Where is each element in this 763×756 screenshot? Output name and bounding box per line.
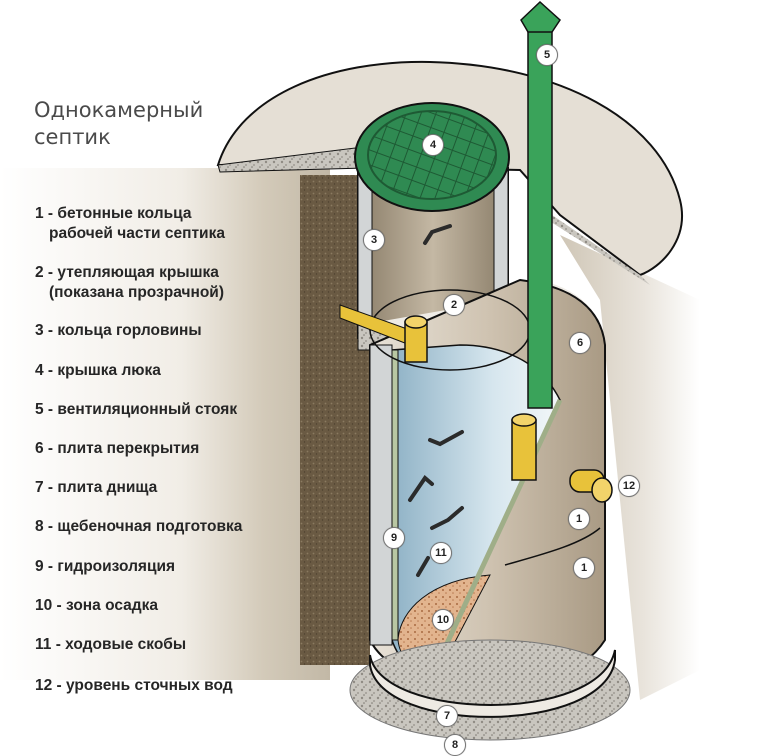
soil-background bbox=[0, 168, 330, 680]
wastewater-level-pipe bbox=[569, 469, 613, 503]
legend-item-2: 2 - утепляющая крышка (показана прозрачн… bbox=[35, 263, 224, 303]
ring-joint-upper bbox=[504, 527, 601, 566]
legend-item-7: 7 - плита днища bbox=[35, 479, 158, 496]
legend-item-10: 10 - зона осадка bbox=[35, 597, 159, 614]
legend-item-5: 5 - вентиляционный стояк bbox=[35, 401, 238, 418]
waterproofing-strip bbox=[391, 349, 399, 641]
legend-text: 1 - бетонные кольца bbox=[35, 205, 192, 222]
vent-pipe bbox=[520, 0, 561, 409]
title-line-2: септик bbox=[34, 125, 111, 149]
ground-edge-gravel-right bbox=[530, 200, 650, 285]
marker-cover-slab: 6 bbox=[569, 332, 591, 354]
internal-pipe bbox=[511, 413, 537, 481]
legend-item-3: 3 - кольца горловины bbox=[35, 322, 202, 339]
marker-vent-pipe: 5 bbox=[536, 44, 558, 66]
marker-waterproofing: 9 bbox=[383, 527, 405, 549]
legend-text: 2 - утепляющая крышка bbox=[35, 264, 219, 281]
marker-hatch-cover: 4 bbox=[422, 134, 444, 156]
cut-edge bbox=[427, 398, 563, 682]
soil-right bbox=[560, 235, 700, 700]
legend-continuation: (показана прозрачной) bbox=[49, 284, 224, 301]
marker-gravel-base: 8 bbox=[444, 734, 466, 756]
legend-continuation: рабочей части септика bbox=[49, 225, 225, 242]
marker-step-irons: 11 bbox=[430, 542, 452, 564]
bottom-slab bbox=[369, 649, 616, 718]
marker-wastewater-level: 12 bbox=[618, 475, 640, 497]
outer-wall-strip bbox=[369, 344, 393, 646]
step-irons bbox=[408, 224, 464, 577]
marker-sediment-zone: 10 bbox=[432, 609, 454, 631]
title-line-1: Однокамерный bbox=[34, 98, 204, 122]
legend-item-12: 12 - уровень сточных вод bbox=[35, 677, 233, 694]
legend-item-4: 4 - крышка люка bbox=[35, 362, 161, 379]
diagram-title: Однокамерный септик bbox=[34, 97, 203, 151]
marker-ring-lower: 1 bbox=[573, 557, 595, 579]
marker-bottom-slab: 7 bbox=[436, 705, 458, 727]
marker-neck-ring: 3 bbox=[363, 229, 385, 251]
legend-item-6: 6 - плита перекрытия bbox=[35, 440, 200, 457]
inlet-pipe bbox=[339, 304, 428, 363]
legend-item-1: 1 - бетонные кольца рабочей части септик… bbox=[35, 204, 225, 244]
legend-item-9: 9 - гидроизоляция bbox=[35, 558, 176, 575]
gravel-base bbox=[349, 639, 631, 741]
legend-item-8: 8 - щебеночная подготовка bbox=[35, 518, 243, 535]
legend-item-11: 11 - ходовые скобы bbox=[35, 636, 187, 653]
marker-ring-upper: 1 bbox=[568, 508, 590, 530]
marker-insulating-cover: 2 bbox=[443, 294, 465, 316]
